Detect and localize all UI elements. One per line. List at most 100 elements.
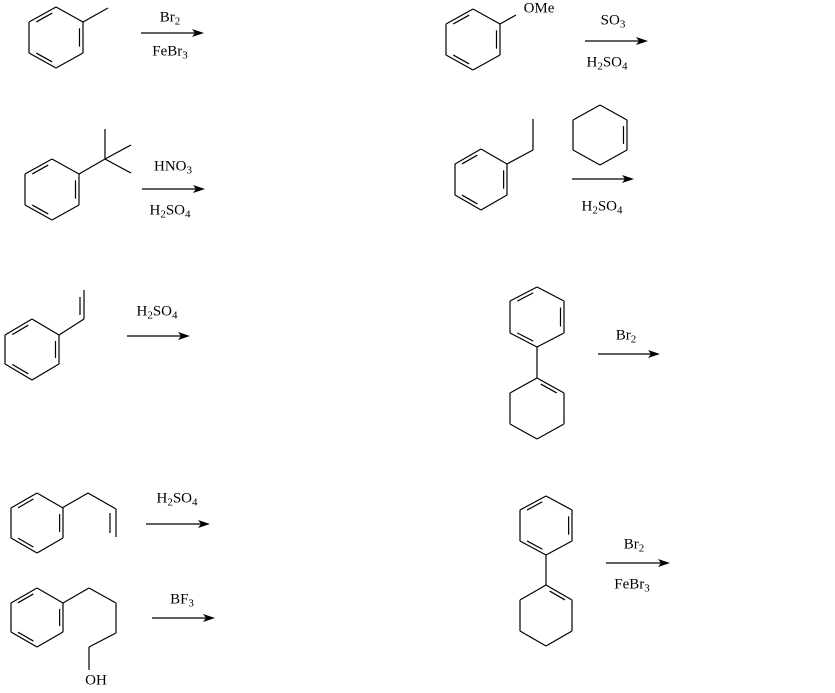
arrow-head: [648, 350, 660, 358]
reagent-label: Br2: [615, 327, 637, 346]
benzene-bond: [10, 492, 38, 509]
benzene-bond: [454, 194, 482, 211]
benzene-bond: [24, 204, 53, 221]
benzene-bond: [4, 363, 33, 381]
benzene-bond: [536, 332, 565, 348]
benzene-bond: [10, 587, 38, 604]
benzene-bond: [55, 6, 84, 23]
benzene-double-bond: [516, 332, 534, 342]
benzene-double-bond: [17, 498, 34, 509]
reagent-label: H2SO4: [149, 202, 191, 221]
reagent-label: HNO3: [154, 158, 192, 177]
arrow-head: [193, 185, 205, 193]
benzene-bond: [545, 495, 573, 511]
cyclohexene-bond: [572, 104, 601, 121]
benzene-bond: [480, 194, 508, 211]
benzene-double-bond: [526, 540, 543, 550]
benzene-bond: [36, 537, 64, 554]
benzene-bond: [480, 148, 508, 165]
benzene-double-bond: [17, 631, 34, 642]
benzene-bond: [536, 286, 565, 302]
bond: [78, 158, 106, 175]
cyclohexene-bond: [599, 149, 628, 166]
bond: [58, 318, 85, 336]
benzene-double-bond: [461, 154, 478, 165]
bond: [88, 587, 117, 604]
cyclohexene-bond: [509, 377, 538, 394]
cyclohexene-double-bond: [540, 383, 558, 394]
reagent-label: H2SO4: [581, 198, 623, 217]
benzene-bond: [445, 54, 474, 71]
benzene-double-bond: [526, 501, 543, 511]
arrow-head: [178, 332, 190, 340]
benzene-double-bond: [452, 54, 470, 65]
benzene-bond: [36, 587, 64, 604]
reagent-label: Br2: [159, 9, 181, 28]
benzene-double-bond: [31, 164, 49, 175]
benzene-bond: [4, 318, 33, 336]
methyl-bond: [82, 7, 109, 23]
benzene-double-bond: [35, 12, 53, 23]
benzene-bond: [545, 540, 573, 556]
cyclohexene-bond: [545, 630, 573, 647]
bond: [62, 587, 90, 604]
bond: [87, 492, 117, 510]
substituent-label: OH: [85, 672, 107, 689]
cyclohexene-bond: [572, 149, 601, 166]
benzene-bond: [55, 52, 84, 69]
benzene-bond: [10, 537, 38, 554]
benzene-double-bond: [17, 537, 34, 548]
benzene-double-bond: [35, 52, 53, 63]
benzene-bond: [509, 332, 538, 348]
methoxy-bond: [499, 14, 517, 25]
benzene-double-bond: [452, 14, 470, 25]
benzene-bond: [36, 631, 64, 648]
reagent-label: H2SO4: [586, 54, 628, 73]
benzene-bond: [519, 495, 547, 511]
arrow-head: [192, 29, 204, 37]
benzene-double-bond: [461, 194, 478, 205]
benzene-bond: [31, 363, 60, 381]
benzene-bond: [445, 8, 474, 25]
benzene-bond: [36, 492, 64, 509]
substituent-label: OMe: [523, 0, 555, 17]
benzene-bond: [519, 540, 547, 556]
cyclohexene-bond: [599, 104, 628, 121]
cyclohexene-bond: [519, 584, 547, 601]
cyclohexene-bond: [545, 584, 573, 601]
reagent-label: Br2: [623, 536, 645, 555]
benzene-bond: [51, 158, 80, 175]
bond: [506, 149, 534, 165]
arrow-head: [622, 175, 634, 183]
benzene-bond: [454, 148, 482, 165]
reagent-label: FeBr3: [152, 43, 188, 62]
arrow-head: [658, 559, 670, 567]
arrow-head: [636, 37, 648, 45]
benzene-bond: [472, 54, 501, 71]
reagent-label: H2SO4: [156, 490, 198, 509]
bond: [61, 492, 89, 509]
cyclohexene-bond: [536, 377, 565, 394]
benzene-bond: [51, 204, 80, 221]
reagent-label: H2SO4: [136, 303, 178, 322]
benzene-bond: [31, 318, 60, 336]
benzene-double-bond: [516, 292, 534, 302]
bond: [88, 632, 117, 648]
benzene-double-bond: [31, 204, 49, 215]
benzene-bond: [28, 6, 57, 23]
cyclohexene-bond: [519, 630, 547, 647]
bond: [104, 158, 132, 174]
benzene-bond: [28, 52, 57, 69]
arrow-head: [203, 614, 215, 622]
cyclohexene-bond: [536, 423, 565, 440]
cyclohexene-double-bond: [549, 590, 566, 601]
arrow-head: [198, 520, 210, 528]
benzene-bond: [472, 8, 501, 25]
benzene-double-bond: [11, 363, 29, 375]
reagent-label: FeBr3: [614, 576, 650, 595]
benzene-bond: [10, 631, 38, 648]
benzene-double-bond: [11, 324, 29, 336]
reagent-label: SO3: [600, 12, 626, 31]
